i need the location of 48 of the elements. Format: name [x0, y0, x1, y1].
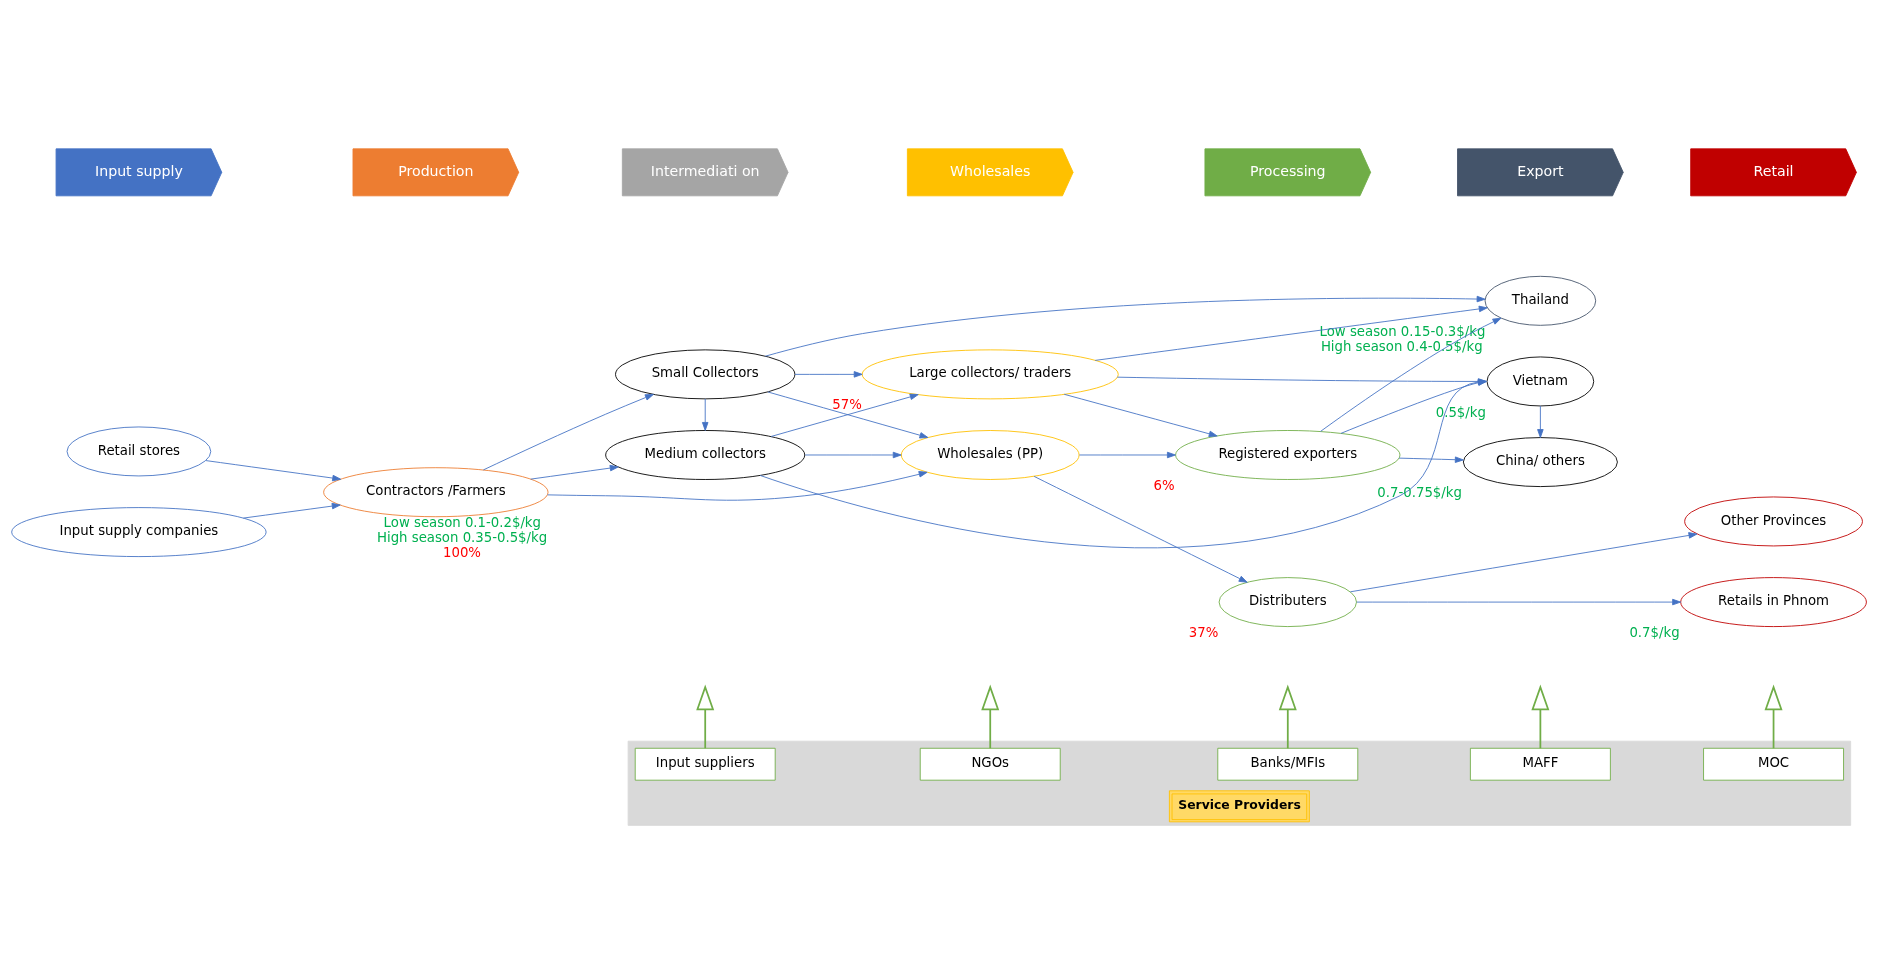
arrow [804, 451, 902, 459]
node-box: Input suppliers [634, 747, 776, 781]
node-ellipse: Vietnam [1486, 356, 1595, 407]
arrow [1537, 405, 1544, 438]
arrow [767, 391, 929, 439]
node-label: Low season 0.15-0.3$/kg [1319, 323, 1486, 339]
node-label: High season 0.4-0.5$/kg [1320, 338, 1483, 354]
arrow [1079, 451, 1176, 459]
node-label: 57% [832, 397, 862, 413]
node-label: 37% [1188, 625, 1219, 641]
node-ellipse: Other Provinces [1684, 496, 1863, 547]
arrow [1350, 532, 1698, 593]
arrow [770, 393, 919, 437]
node-ellipse: China/ others [1462, 437, 1618, 488]
node-label: Low season 0.1-0.2$/kg [383, 515, 541, 531]
arrow [1033, 475, 1248, 583]
arrow [547, 471, 928, 501]
arrow [1764, 684, 1783, 750]
arrow [696, 684, 715, 750]
node-ellipse: Medium collectors [605, 430, 806, 480]
node-box: MOC [1703, 747, 1844, 781]
arrow [205, 460, 342, 482]
arrow [243, 502, 341, 519]
node-ellipse: Input supply companies [11, 507, 267, 558]
arrow [981, 684, 1000, 750]
node-ellipse: Retails in Phnom [1680, 577, 1867, 628]
arrow [482, 393, 654, 471]
node-label: 100% [442, 545, 481, 561]
arrow [1356, 598, 1682, 606]
arrow [1320, 317, 1502, 432]
arrow [764, 295, 1486, 357]
node-label: High season 0.35-0.5$/kg [376, 530, 548, 546]
node-label: 0.5$/kg [1435, 404, 1486, 420]
node-label: 0.7-0.75$/kg [1377, 485, 1462, 501]
arrow [1398, 456, 1464, 463]
arrow [1531, 684, 1550, 750]
arrow [1094, 305, 1488, 361]
arrow [1278, 684, 1297, 750]
arrow [530, 464, 619, 480]
node-box: MAFF [1469, 747, 1611, 781]
node-box: Banks/MFIs [1217, 747, 1359, 781]
node-label: 6% [1153, 478, 1175, 494]
node-ellipse: Retail stores [66, 426, 212, 477]
arrow [1063, 393, 1218, 438]
arrow [701, 398, 709, 431]
arrow [794, 371, 863, 378]
node-label: 0.7$/kg [1629, 625, 1680, 641]
node-box: NGOs [919, 747, 1061, 781]
